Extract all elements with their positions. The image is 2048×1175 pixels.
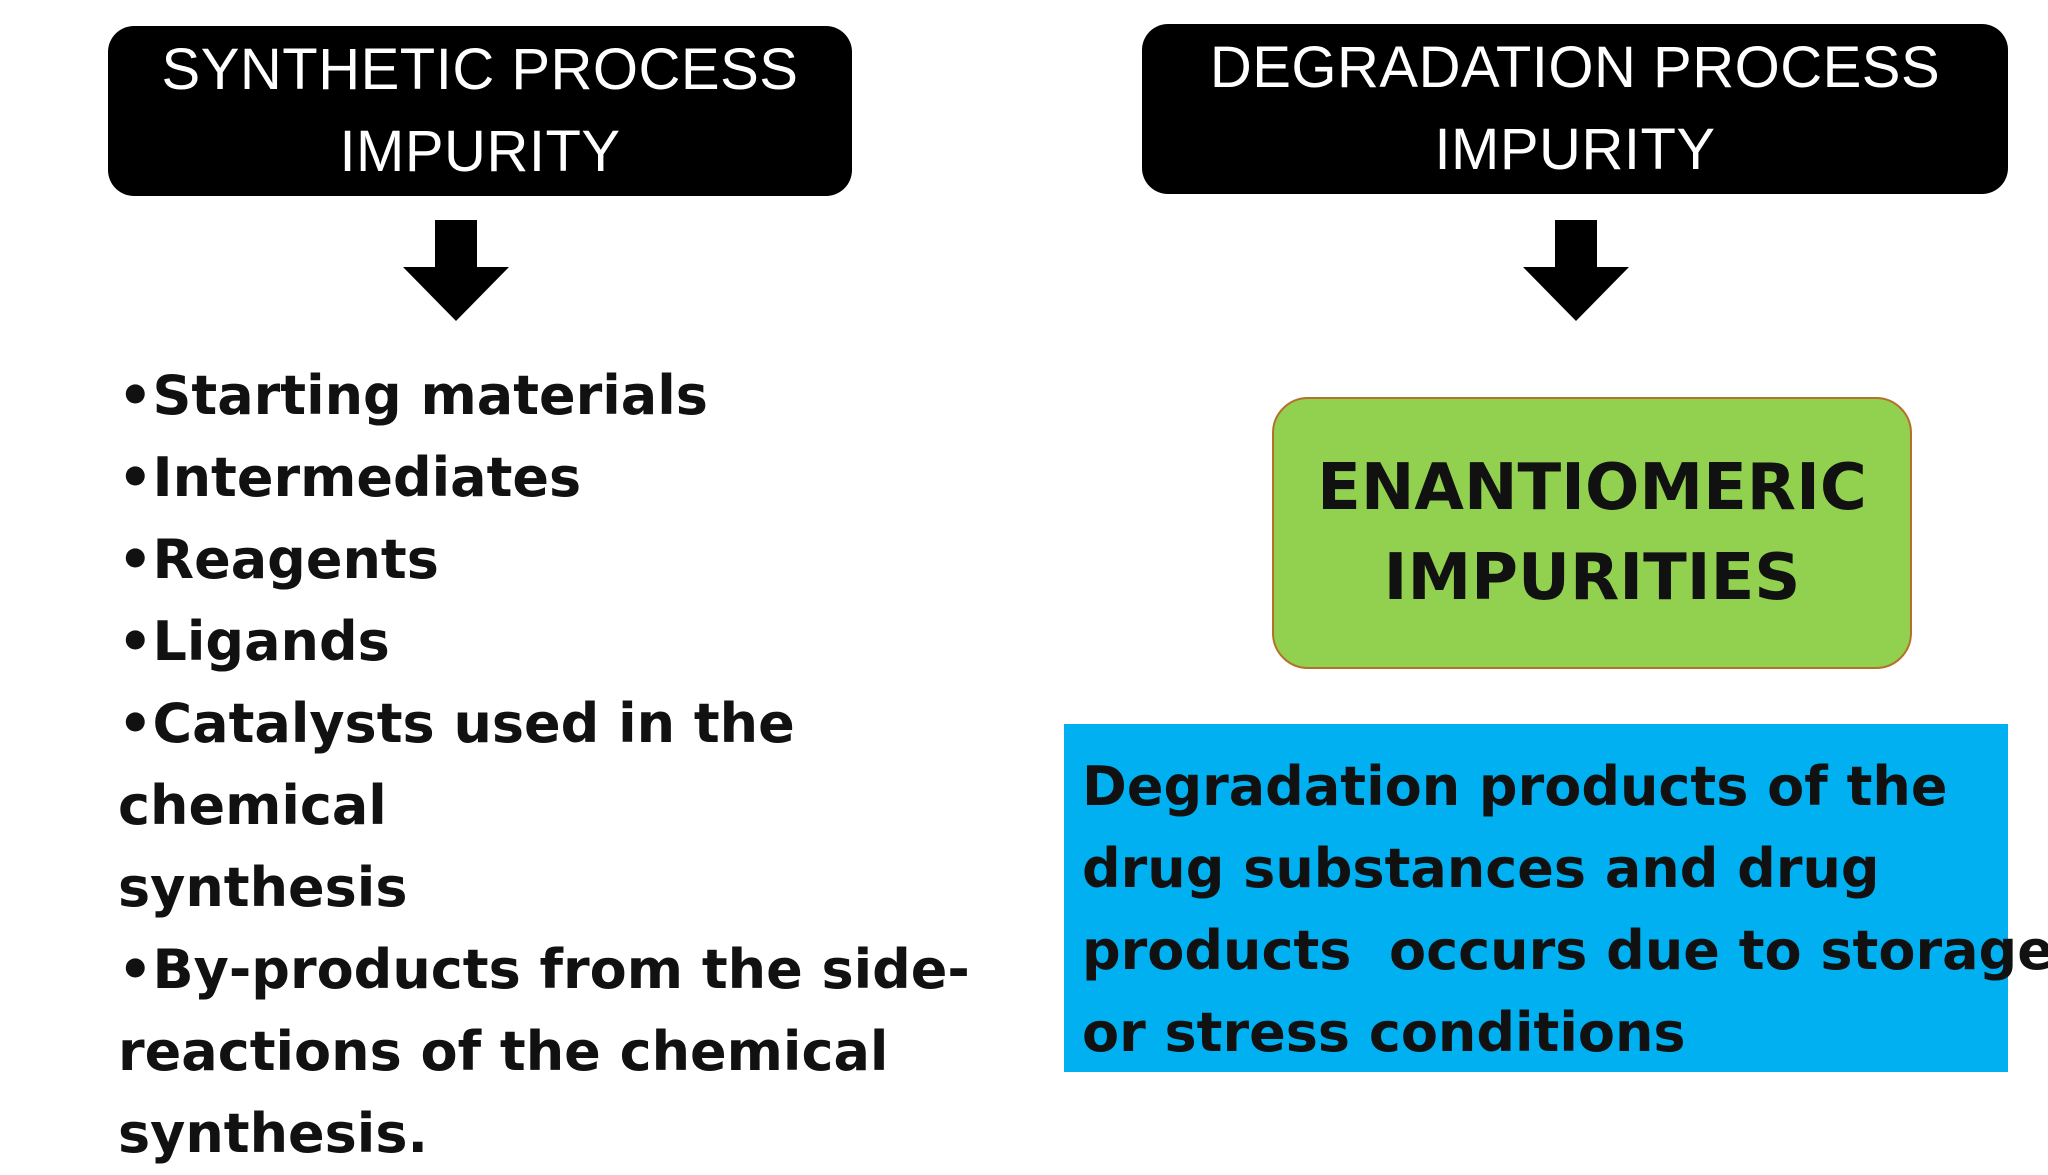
degradation-products-box: Degradation products of the drug substan…: [1064, 724, 2048, 1072]
list-item-continuation: synthesis: [118, 856, 408, 919]
list-item-text: Reagents: [152, 528, 439, 591]
list-item-text: Starting materials: [152, 364, 708, 427]
list-item-continuation: reactions of the chemical: [118, 1020, 889, 1083]
down-arrow-icon: [1523, 220, 1629, 321]
header-line: IMPURITY: [339, 119, 621, 184]
bullet: •: [118, 528, 153, 591]
enantiomeric-line: ENANTIOMERIC: [1317, 451, 1867, 525]
degradation-line: products occurs due to storage: [1082, 919, 2048, 982]
bullet: •: [118, 446, 153, 509]
header-line: DEGRADATION PROCESS: [1209, 35, 1941, 100]
list-item-continuation: synthesis.: [118, 1102, 428, 1165]
header-line: SYNTHETIC PROCESS: [161, 37, 799, 102]
enantiomeric-line: IMPURITIES: [1383, 541, 1801, 615]
list-item: •Starting materials: [118, 355, 1018, 437]
list-item: •Reagents: [118, 519, 1018, 601]
degradation-line: Degradation products of the: [1082, 755, 1948, 818]
list-item: •Ligands: [118, 601, 1018, 683]
degradation-process-impurity-header: DEGRADATION PROCESS IMPURITY: [1142, 24, 2008, 194]
list-item: •By-products from the side- reactions of…: [118, 929, 1018, 1175]
degradation-line: drug substances and drug: [1082, 837, 1880, 900]
list-item: •Catalysts used in the chemical synthesi…: [118, 683, 1018, 929]
list-item-text: Intermediates: [152, 446, 582, 509]
bullet: •: [118, 938, 153, 1001]
synthetic-process-impurity-header: SYNTHETIC PROCESS IMPURITY: [108, 26, 852, 196]
list-item-text: Catalysts used in the chemical: [118, 692, 795, 837]
enantiomeric-impurities-box: ENANTIOMERIC IMPURITIES: [1272, 397, 1912, 669]
down-arrow-icon: [403, 220, 509, 321]
header-line: IMPURITY: [1434, 117, 1716, 182]
synthetic-impurity-list: •Starting materials •Intermediates •Reag…: [118, 355, 1018, 1175]
bullet: •: [118, 610, 153, 673]
list-item-text: Ligands: [152, 610, 390, 673]
list-item-text: By-products from the side-: [152, 938, 970, 1001]
list-item: •Intermediates: [118, 437, 1018, 519]
degradation-line: or stress conditions: [1082, 1001, 1686, 1064]
bullet: •: [118, 364, 153, 427]
bullet: •: [118, 692, 153, 755]
